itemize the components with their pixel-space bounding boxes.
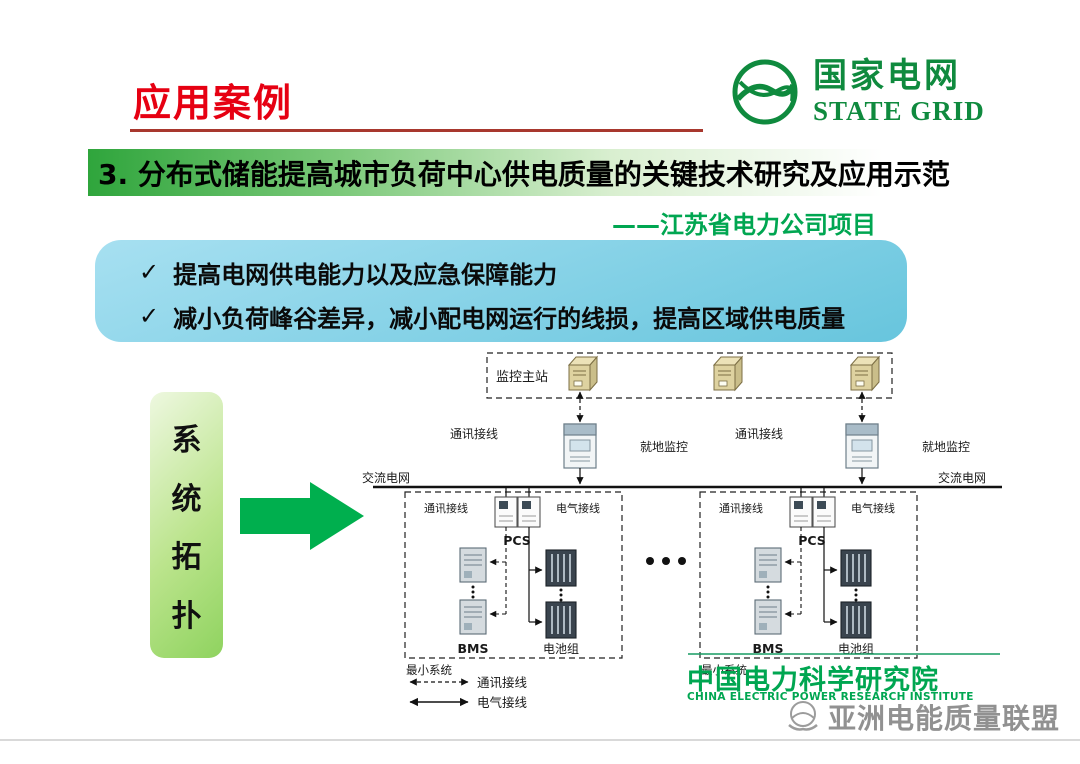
benefit-text: 提高电网供电能力以及应急保障能力 — [173, 260, 558, 289]
min-system-2: 通讯接线 电气接线 PCS — [699, 488, 918, 677]
monitor-station-label: 监控主站 — [496, 370, 548, 385]
legend-elec-label: 电气接线 — [477, 695, 528, 710]
server-icon — [567, 355, 599, 392]
watermark: 亚洲电能质量联盟 — [784, 697, 1060, 737]
pcs-label: PCS — [503, 533, 531, 548]
server-icon — [712, 355, 744, 392]
check-icon: ✓ — [139, 258, 160, 286]
brand-name-en: STATE GRID — [813, 95, 985, 126]
battery-pack-label: 电池组 — [543, 642, 579, 656]
battery-pack-icon — [545, 601, 577, 639]
side-char: 系 — [171, 422, 202, 458]
pcs-unit-icon — [812, 496, 836, 528]
local-monitor-icon — [563, 423, 597, 469]
benefit-text: 减小负荷峰谷差异，减小配电网运行的线损，提高区域供电质量 — [173, 304, 846, 333]
legend: 通讯接线 电气接线 — [409, 675, 528, 710]
stack-ellipsis-dots — [471, 585, 563, 602]
elec-wiring-label: 电气接线 — [851, 501, 895, 515]
bms-unit-icon — [754, 599, 782, 635]
local-monitor-label: 就地监控 — [640, 440, 688, 454]
min-system-label: 最小系统 — [406, 663, 452, 677]
bms-unit-icon — [459, 599, 487, 635]
state-grid-logo: 国家电网 STATE GRID — [731, 58, 985, 126]
bms-label: BMS — [753, 641, 784, 656]
pcs-unit-icon — [517, 496, 541, 528]
benefit-item: ✓ 提高电网供电能力以及应急保障能力 — [139, 253, 907, 291]
check-icon: ✓ — [139, 302, 160, 330]
institute-name-en: CHINA ELECTRIC POWER RESEARCH INSTITUTE — [687, 691, 974, 703]
battery-pack-icon — [545, 549, 577, 587]
watermark-text: 亚洲电能质量联盟 — [828, 702, 1061, 735]
min-system-box — [404, 491, 623, 659]
pcs-unit-icon — [789, 496, 813, 528]
comm-wiring-label: 通讯接线 — [424, 501, 468, 515]
server-icon — [849, 355, 881, 392]
brand-name-cn: 国家电网 — [813, 55, 961, 96]
flow-arrow-icon — [240, 482, 364, 550]
ac-grid-label: 交流电网 — [938, 470, 986, 485]
min-system-box — [699, 491, 918, 659]
pcs-label: PCS — [798, 533, 826, 548]
side-char: 扑 — [171, 599, 202, 635]
benefit-item: ✓ 减小负荷峰谷差异，减小配电网运行的线损，提高区域供电质量 — [139, 297, 907, 335]
bms-unit-icon — [459, 547, 487, 583]
monitor-station-box — [486, 352, 893, 399]
bms-label: BMS — [458, 641, 489, 656]
battery-pack-label: 电池组 — [838, 642, 874, 656]
legend-comm-label: 通讯接线 — [477, 675, 528, 690]
ac-grid-label: 交流电网 — [362, 470, 410, 485]
side-char: 统 — [171, 481, 202, 517]
stack-ellipsis-dots — [766, 585, 858, 602]
battery-pack-icon — [840, 549, 872, 587]
comm-wiring-label: 通讯接线 — [450, 426, 498, 441]
elec-wiring-label: 电气接线 — [556, 501, 600, 515]
brand-text: 国家电网 STATE GRID — [813, 55, 985, 126]
min-system-1: 通讯接线 电气接线 PCS — [404, 488, 623, 677]
local-monitor-icon — [845, 423, 879, 469]
project-owner: ——江苏省电力公司项目 — [612, 211, 876, 239]
case-title: 3. 分布式储能提高城市负荷中心供电质量的关键技术研究及应用示范 — [98, 157, 950, 191]
battery-pack-icon — [840, 601, 872, 639]
benefits-panel: ✓ 提高电网供电能力以及应急保障能力 ✓ 减小负荷峰谷差异，减小配电网运行的线损… — [95, 240, 907, 342]
min-system-label: 最小系统 — [701, 663, 747, 677]
side-char: 拓 — [171, 540, 202, 576]
comm-wiring-label: 通讯接线 — [719, 501, 763, 515]
page-title: 应用案例 — [133, 81, 294, 125]
pcs-unit-icon — [494, 496, 518, 528]
bottom-divider — [0, 739, 1080, 741]
systems-ellipsis-dots — [646, 557, 686, 565]
state-grid-globe-icon — [732, 59, 798, 125]
case-title-banner: 3. 分布式储能提高城市负荷中心供电质量的关键技术研究及应用示范 — [88, 149, 991, 196]
local-monitor-label: 就地监控 — [922, 440, 970, 454]
institute-name-cn: 中国电力科学研究院 — [687, 665, 939, 696]
title-underline — [130, 129, 703, 132]
comm-wiring-label: 通讯接线 — [735, 426, 783, 441]
topology-side-label: 系 统 拓 扑 — [150, 392, 223, 658]
globe-hands-icon — [788, 701, 818, 731]
bms-unit-icon — [754, 547, 782, 583]
